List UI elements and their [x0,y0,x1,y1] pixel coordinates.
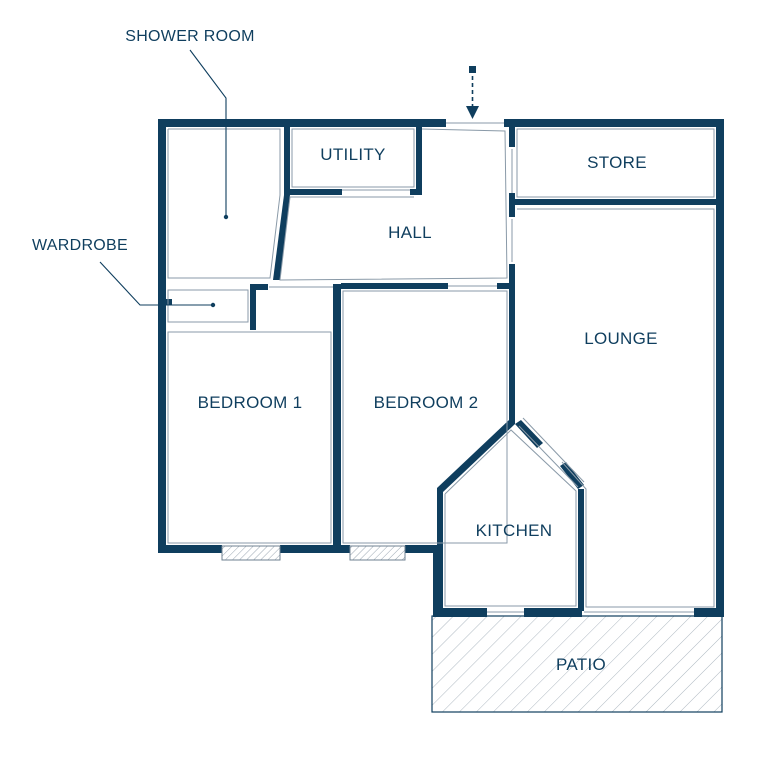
label-utility: UTILITY [320,145,385,164]
interior-walls [162,125,719,611]
entrance-arrow-icon [466,66,479,119]
label-bedroom-1: BEDROOM 1 [198,393,303,412]
callout-leaders [99,49,229,308]
label-lounge: LOUNGE [584,329,658,348]
label-hall: HALL [388,223,432,242]
windows [221,545,406,561]
label-patio: PATIO [556,655,606,674]
label-bedroom-2: BEDROOM 2 [374,393,479,412]
label-shower-room: SHOWER ROOM [125,28,255,45]
room-labels: SHOWER ROOM UTILITY STORE HALL WARDROBE … [32,28,658,674]
exterior-walls [158,119,724,617]
label-kitchen: KITCHEN [476,521,553,540]
label-wardrobe: WARDROBE [32,237,128,254]
inner-outlines [167,122,715,613]
label-store: STORE [587,153,647,172]
patio [431,615,723,713]
